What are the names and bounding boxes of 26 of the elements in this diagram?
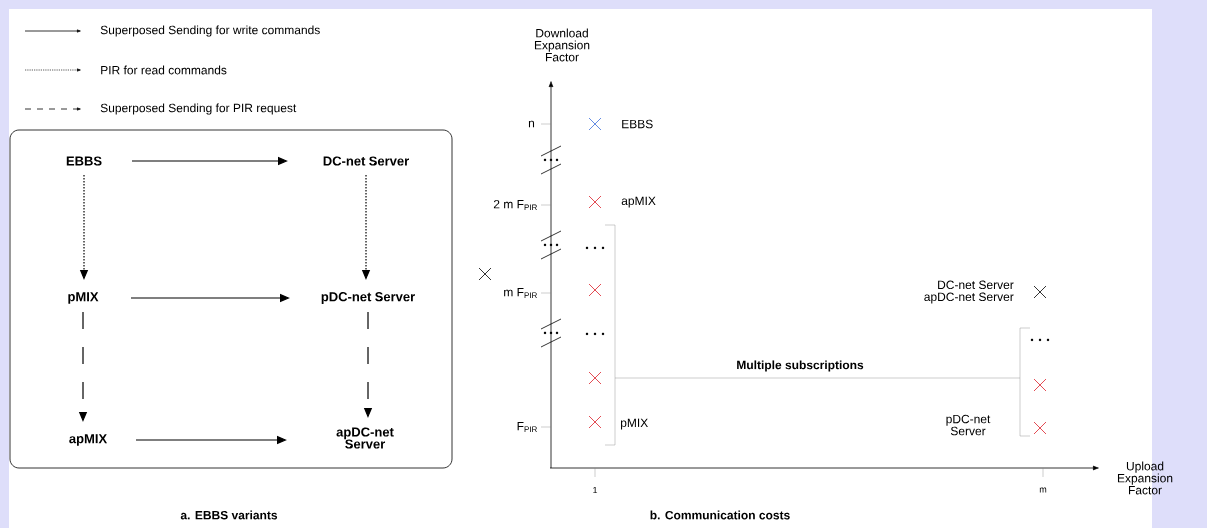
group-box xyxy=(9,129,453,469)
legend-text: PIR for read commands xyxy=(101,65,227,75)
tick-label: F$_{PIR}$ xyxy=(517,422,537,433)
tick-label: 2 m F$_{PIR}$ xyxy=(493,199,537,211)
node-label: DC-net Server xyxy=(323,156,409,166)
panel-caption: a. EBBS variants xyxy=(180,510,278,520)
point-label: DC-net Server apDC-net Server xyxy=(924,280,1014,304)
panel-caption: b. Communication costs xyxy=(650,510,790,520)
node-label: apDC-net Server xyxy=(336,427,394,449)
point-label: apMIX xyxy=(621,196,656,208)
tick-label: m xyxy=(1039,487,1047,493)
legend-text: Superposed Sending for write commands xyxy=(100,25,320,37)
point-label: pDC-net Server xyxy=(946,414,991,436)
node-label: pMIX xyxy=(68,292,99,304)
bracket-label: Multiple subscriptions xyxy=(737,360,864,372)
tick-label: m F$_{PIR}$ xyxy=(504,288,537,299)
axis-label: Upload Expansion Factor xyxy=(1118,461,1173,495)
point-label: EBBS xyxy=(622,119,653,129)
point-label: pMIX xyxy=(621,418,648,430)
node-label: pDC-net Server xyxy=(321,292,415,304)
axis-label: Download Expansion Factor xyxy=(535,28,590,62)
node-label: apMIX xyxy=(69,434,108,446)
node-label: EBBS xyxy=(66,156,102,166)
tick-label: n xyxy=(528,120,535,128)
legend-text: Superposed Sending for PIR request xyxy=(100,103,297,115)
tick-label: 1 xyxy=(593,486,598,494)
